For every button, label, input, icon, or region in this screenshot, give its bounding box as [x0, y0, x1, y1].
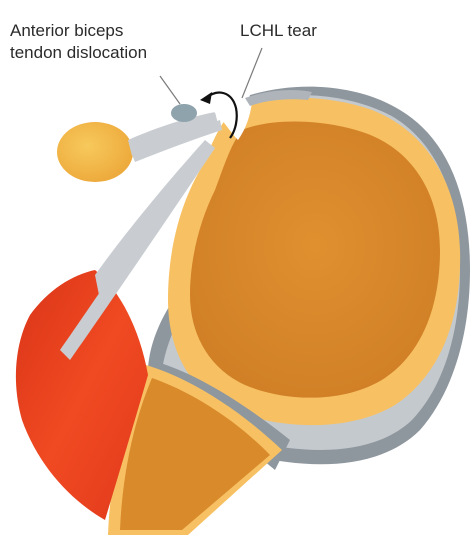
biceps-label-line1: Anterior biceps — [10, 20, 147, 42]
humeral-head — [190, 121, 440, 397]
biceps-label: Anterior biceps tendon dislocation — [10, 20, 147, 64]
lchl-label: LCHL tear — [240, 20, 317, 42]
biceps-label-line2: tendon dislocation — [10, 42, 147, 64]
coracoid-process — [57, 122, 133, 182]
lchl-leader-line — [242, 48, 262, 98]
dislocation-arrow-head — [200, 92, 212, 104]
biceps-leader-line — [160, 76, 180, 104]
biceps-tendon — [171, 104, 197, 122]
